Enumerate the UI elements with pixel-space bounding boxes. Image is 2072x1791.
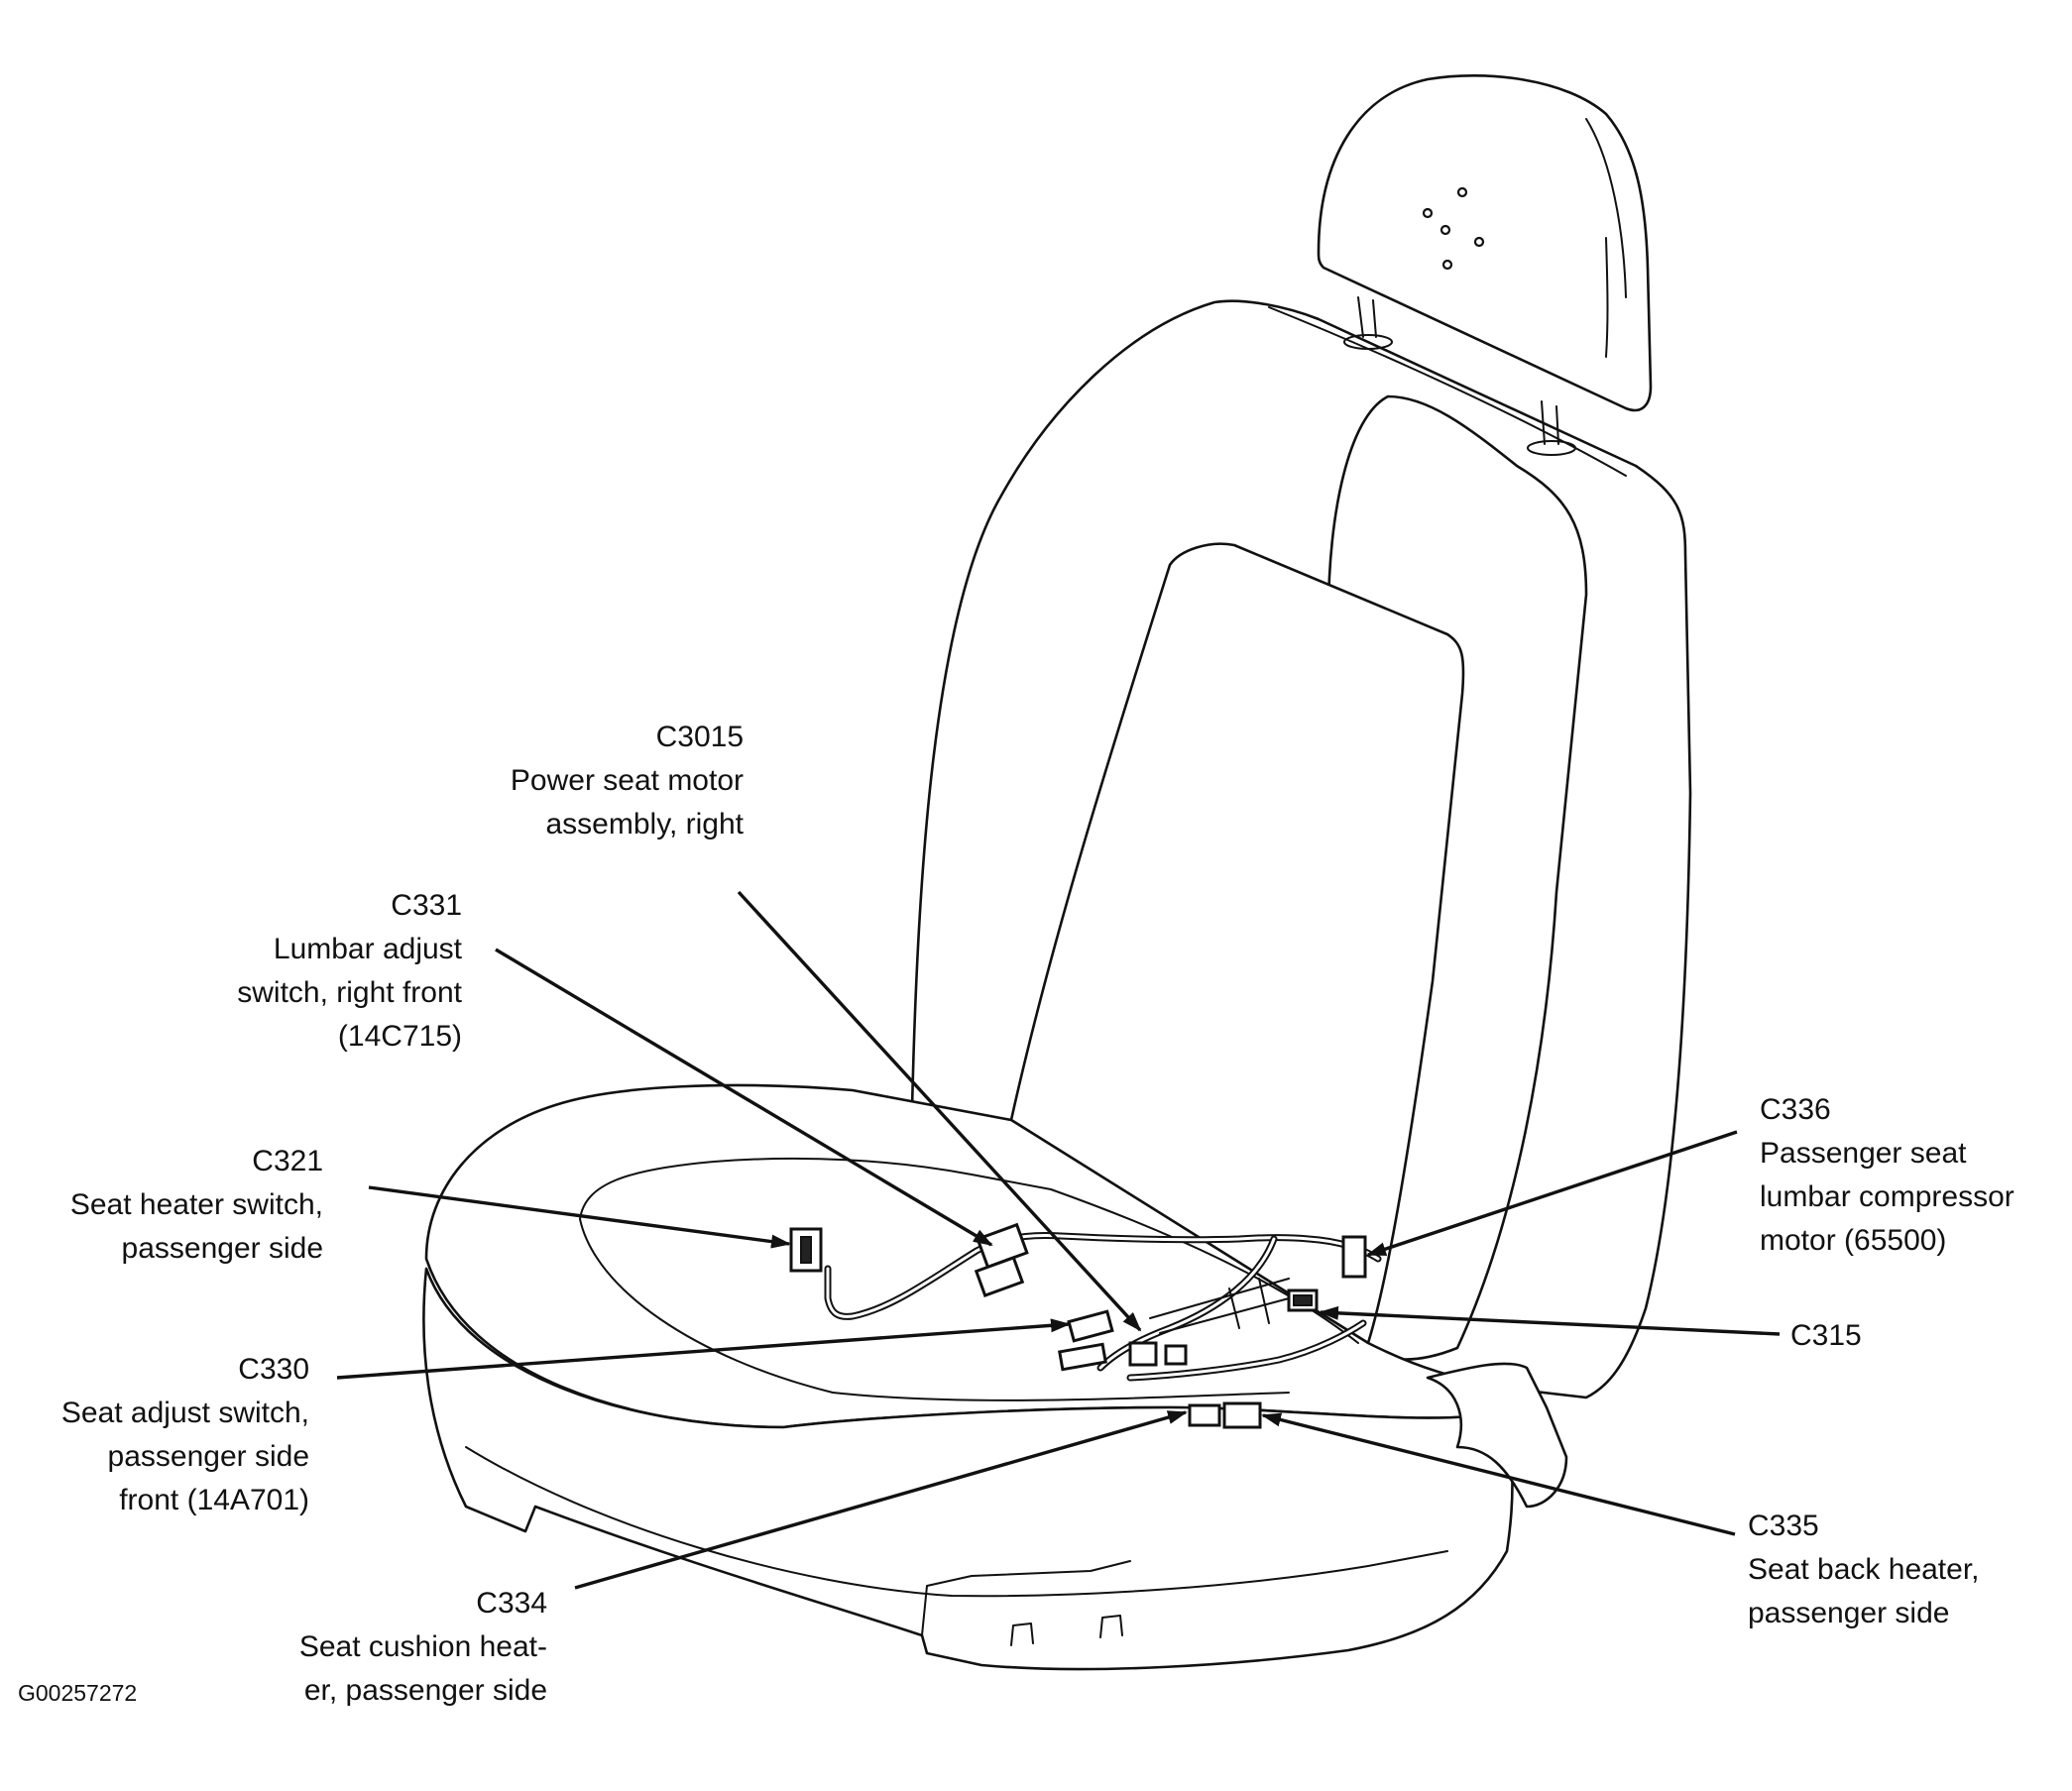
headrest-post-guide-right [1527,440,1576,456]
headrest [1317,74,1653,412]
callout-c335: C335 Seat back heater, passenger side [1748,1505,2045,1635]
callout-description: Seat heater switch, [69,1188,323,1221]
callout-code: C335 [1748,1510,1819,1542]
callout-description: motor (65500) [1760,1224,1947,1257]
seat-cushion-base [422,1267,1514,1671]
connector-c3015-mate [1164,1344,1188,1366]
callout-description: switch, right front [237,976,462,1009]
wiring-harness-branch-core [1098,1237,1276,1370]
headrest-hole [1441,259,1453,271]
wiring-harness-tie [1149,1278,1290,1334]
leader-c321 [368,1185,791,1249]
callout-description: passenger side [107,1440,309,1473]
leader-c336 [1366,1130,1738,1257]
connector-c321-pins [800,1236,812,1264]
callout-code: C3015 [655,721,744,753]
callout-description: front (14A701) [119,1484,309,1516]
headrest-hole [1456,186,1468,198]
callout-description: Power seat motor [510,764,744,797]
headrest-post-right [1541,400,1559,445]
connector-c330-lower [1058,1342,1107,1372]
seat-base-notch [1010,1615,1123,1646]
callout-description: passenger side [1748,1597,1950,1629]
seat-base-rail [921,1560,1131,1636]
seat-cushion-front-contour [579,1218,1290,1401]
connector-c3015 [1128,1341,1158,1367]
callout-description: Seat cushion heat- [298,1630,547,1663]
callout-c334: C334 Seat cushion heat- er, passenger si… [248,1582,547,1713]
callout-code: C315 [1790,1319,1862,1352]
wiring-harness-lower-core [1128,1321,1365,1380]
callout-description: assembly, right [545,808,744,840]
seat-back-front-panel [1009,542,1465,1345]
seat-base-rear [1426,1362,1568,1509]
callout-c336: C336 Passenger seat lumbar compressor mo… [1760,1088,2057,1263]
connector-c330 [1067,1309,1114,1343]
callout-c315: C315 [1790,1314,1949,1358]
connector-c336 [1341,1235,1367,1279]
callout-description: Seat adjust switch, [60,1397,309,1429]
callout-description: Lumbar adjust [273,933,462,965]
callout-description: (14C715) [337,1020,462,1053]
callout-description: lumbar compressor [1760,1180,2014,1213]
wiring-harness-core [826,1233,1380,1318]
callout-code: C331 [391,889,462,922]
leader-c315 [1319,1305,1781,1336]
figure-id: G00257272 [18,1680,138,1706]
callout-description: er, passenger side [303,1674,547,1707]
seat-cushion-base-edge [465,1446,1448,1598]
connector-c335 [1222,1401,1262,1429]
leader-c330 [336,1318,1071,1380]
headrest-hole [1473,236,1485,248]
callout-c321: C321 Seat heater switch, passenger side [20,1140,323,1271]
headrest-post-guide-left [1343,334,1393,350]
connector-c331-mate [974,1256,1025,1297]
headrest-post-left [1357,296,1377,338]
callout-c3015: C3015 Power seat motor assembly, right [426,716,744,846]
callout-code: C334 [476,1587,547,1620]
seat-back-top-edge [1268,306,1627,477]
callout-c330: C330 Seat adjust switch, passenger side … [10,1348,309,1522]
leader-c3015 [737,890,1142,1332]
leader-c331 [495,948,993,1247]
callout-description: Seat back heater, [1748,1553,1980,1586]
callout-code: C321 [252,1145,323,1177]
callout-code: C330 [238,1353,309,1386]
connector-c334 [1188,1403,1221,1427]
leader-c335 [1261,1412,1736,1536]
callout-c331: C331 Lumbar adjust switch, right front (… [159,884,462,1059]
headrest-inner-contour-2 [1605,237,1609,358]
callout-description: Passenger seat [1760,1137,1967,1170]
leader-c334 [574,1410,1188,1590]
connector-c315-pins [1293,1294,1313,1306]
headrest-inner-contour [1585,118,1627,298]
callout-code: C336 [1760,1093,1831,1126]
headrest-hole [1439,224,1451,236]
callout-description: passenger side [121,1232,323,1265]
headrest-hole [1422,207,1434,219]
